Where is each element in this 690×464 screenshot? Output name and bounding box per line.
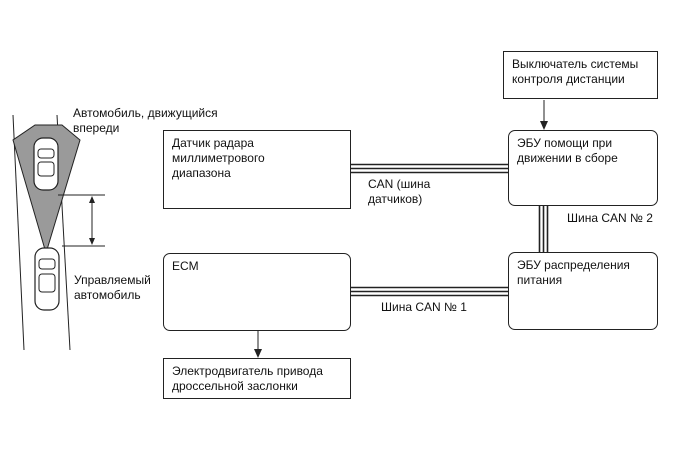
radar-sensor-box: Датчик радара миллиметрового диапазона <box>163 130 351 209</box>
can-bus-2-label: Шина CAN № 2 <box>567 211 653 225</box>
distance-switch-label: Выключатель системы контроля дистанции <box>512 57 639 86</box>
throttle-motor-box: Электродвигатель привода дроссельной зас… <box>163 358 351 399</box>
can-sensor-bus-line <box>350 163 510 174</box>
can-sensor-bus-label: CAN (шина датчиков) <box>368 177 431 206</box>
throttle-motor-label: Электродвигатель привода дроссельной зас… <box>172 364 323 393</box>
ecm-label: ECM <box>172 259 199 273</box>
power-distribution-ecu-label: ЭБУ распределения питания <box>517 258 630 287</box>
car-ahead-icon <box>33 137 59 191</box>
own-car-icon <box>34 247 60 311</box>
can-bus-2-line <box>538 205 549 252</box>
ecm-box: ECM <box>163 253 351 331</box>
road-edge-left <box>12 114 25 351</box>
ecm-to-throttle-arrow <box>254 330 262 358</box>
driving-support-ecu-label: ЭБУ помощи при движении в сборе <box>517 136 618 165</box>
switch-to-ecu-arrow <box>540 100 548 130</box>
driving-support-ecu-box: ЭБУ помощи при движении в сборе <box>508 130 658 206</box>
distance-switch-box: Выключатель системы контроля дистанции <box>503 51 658 99</box>
distance-dimension <box>58 194 105 247</box>
car-ahead-label: Автомобиль, движущийся впереди <box>73 106 218 135</box>
own-car-label: Управляемый автомобиль <box>74 273 151 302</box>
radar-sensor-label: Датчик радара миллиметрового диапазона <box>172 136 265 180</box>
can-bus-1-line <box>350 286 508 297</box>
power-distribution-ecu-box: ЭБУ распределения питания <box>508 252 658 330</box>
can-bus-1-label: Шина CAN № 1 <box>381 300 467 314</box>
